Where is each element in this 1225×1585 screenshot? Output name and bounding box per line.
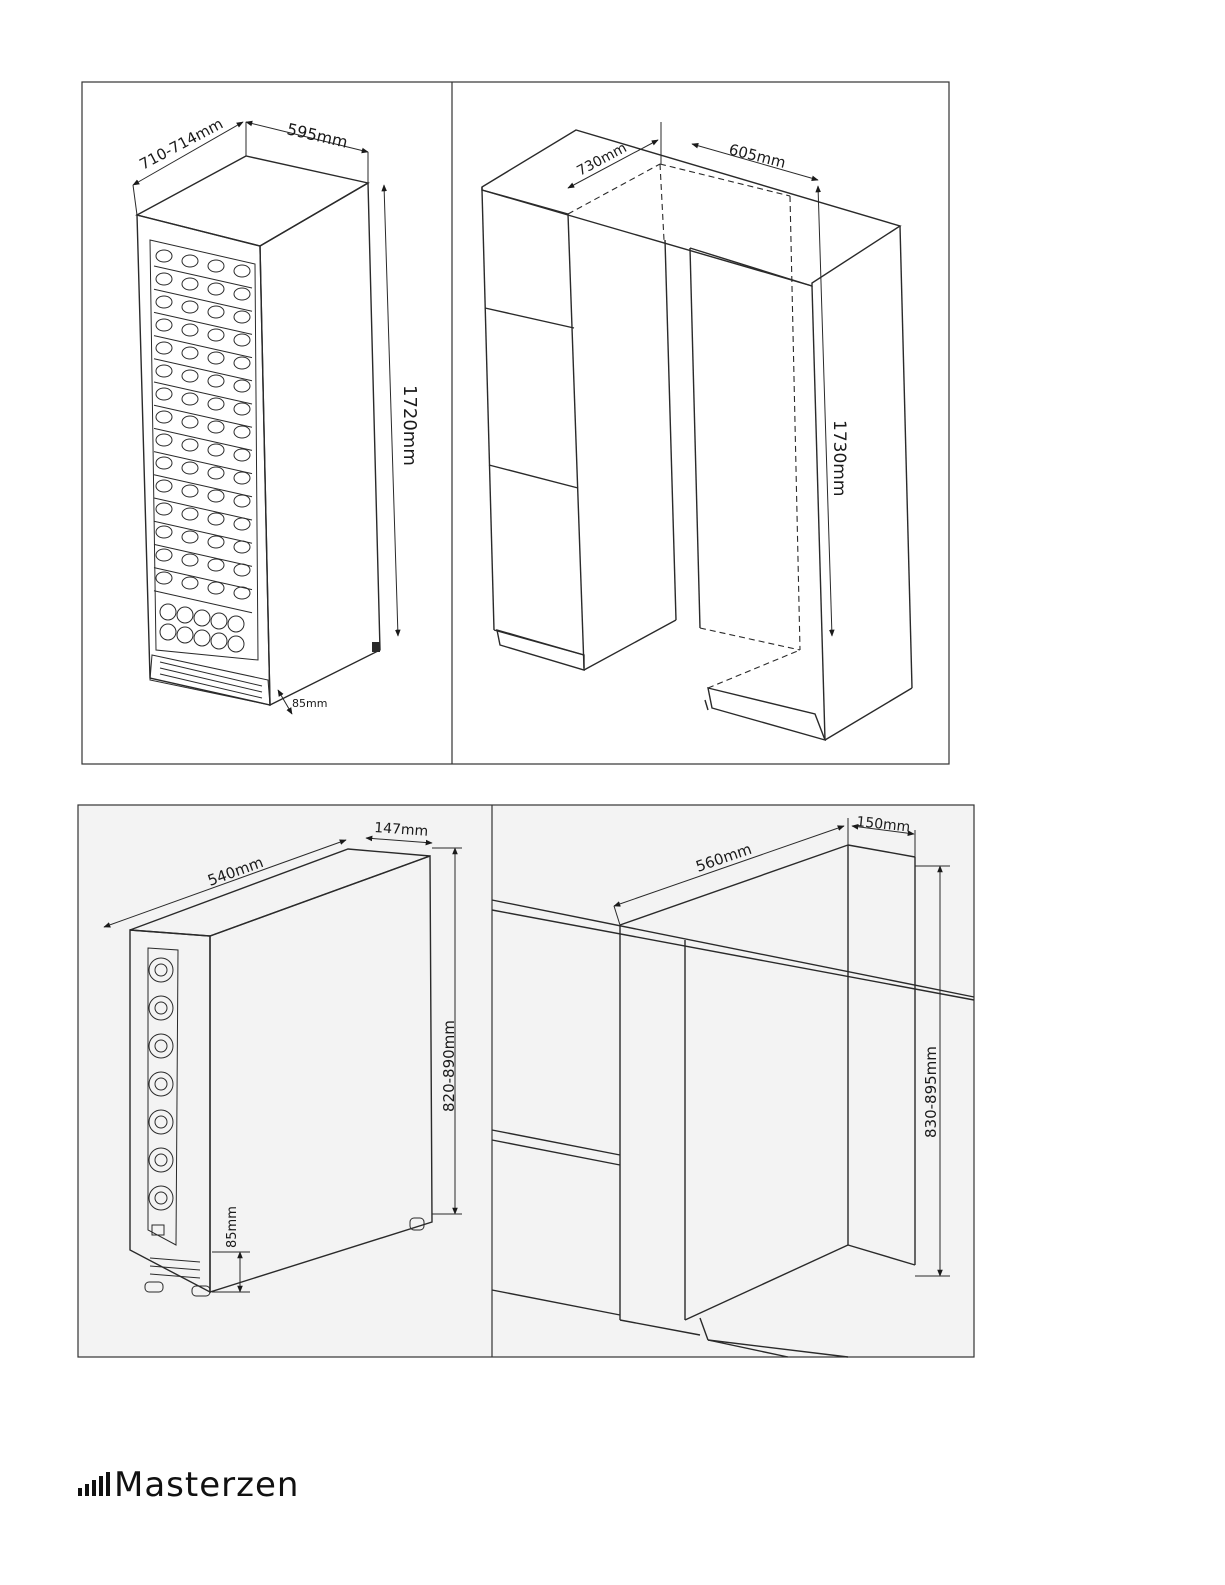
slim-height-label: 820-890mm	[440, 1020, 458, 1112]
top-frame	[82, 82, 949, 764]
brand-name: Masterzen	[114, 1465, 299, 1502]
signal-bars-icon	[78, 1472, 110, 1496]
masterzen-logo: Masterzen	[78, 1462, 368, 1502]
dim-height-label: 1720mm	[399, 385, 420, 466]
dim-plinth-label: 85mm	[292, 697, 327, 710]
slim-plinth-label: 85mm	[225, 1206, 240, 1248]
niche-height-label: 1730mm	[829, 420, 849, 496]
base-niche-height-label: 830-895mm	[922, 1046, 940, 1138]
